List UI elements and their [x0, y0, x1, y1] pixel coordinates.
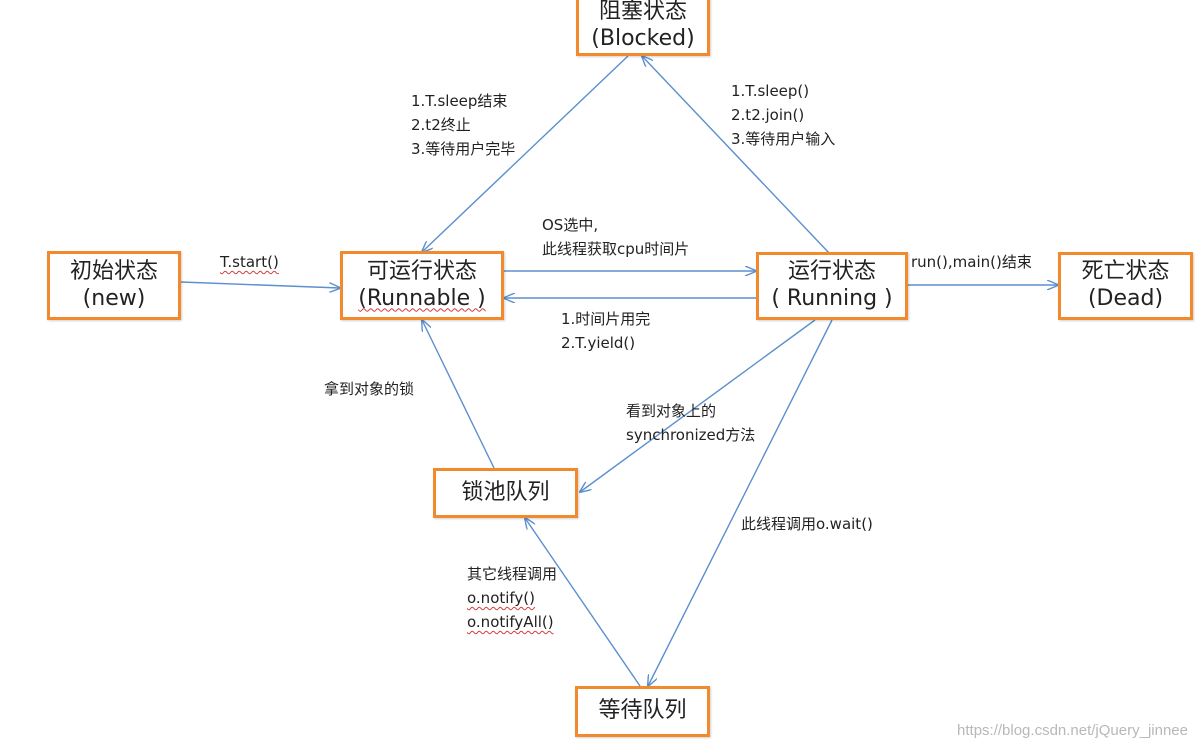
label-notify-line2: o.notify() [467, 589, 536, 607]
label-blocked-end-line3: 3.等待用户完毕 [411, 140, 516, 158]
arrow-running-to-blocked [642, 56, 831, 255]
label-wait: 此线程调用o.wait() [741, 512, 873, 536]
label-run-end-text: run(),main()结束 [911, 253, 1032, 271]
state-dead-subtitle: (Dead) [1087, 286, 1164, 311]
arrow-waitqueue-to-lockpool [525, 518, 641, 687]
arrow-running-to-lockpool [580, 319, 816, 492]
state-dead-title: 死亡状态 [1081, 259, 1170, 285]
label-os-select-line2: 此线程获取cpu时间片 [542, 240, 690, 258]
state-new-subtitle: (new) [82, 285, 146, 311]
state-dead-box: 死亡状态 (Dead) [1058, 252, 1193, 320]
label-yield-line2: 2.T.yield() [561, 334, 636, 352]
wait-queue-box: 等待队列 [575, 686, 710, 737]
label-start-text: T.start() [220, 253, 279, 271]
state-running-subtitle: ( Running ) [771, 286, 893, 311]
arrow-running-to-waitqueue [648, 319, 833, 686]
wait-queue-title: 等待队列 [598, 698, 687, 724]
arrow-blocked-to-runnable [422, 55, 629, 252]
state-runnable-subtitle: (Runnable ) [358, 285, 486, 311]
state-running-box: 运行状态 ( Running ) [756, 252, 908, 320]
label-to-blocked: 1.T.sleep() 2.t2.join() 3.等待用户输入 [731, 79, 835, 151]
label-blocked-end-line2: 2.t2终止 [411, 116, 471, 134]
state-runnable-title: 可运行状态 [366, 258, 477, 284]
label-sync-line1: 看到对象上的 [626, 402, 717, 420]
state-blocked-subtitle: (Blocked) [591, 26, 695, 51]
label-to-blocked-line1: 1.T.sleep() [731, 82, 810, 100]
label-to-blocked-line2: 2.t2.join() [731, 106, 805, 124]
state-runnable-box: 可运行状态 (Runnable ) [340, 251, 504, 320]
label-sync-line2: synchronized方法 [626, 426, 756, 444]
arrow-lockpool-to-runnable [422, 320, 495, 469]
state-running-title: 运行状态 [787, 259, 876, 285]
label-os-select-line1: OS选中, [542, 216, 599, 234]
label-get-lock-text: 拿到对象的锁 [324, 380, 415, 398]
arrow-new-to-runnable [180, 281, 340, 288]
label-yield-line1: 1.时间片用完 [561, 310, 651, 328]
state-blocked-title: 阻塞状态 [598, 0, 687, 25]
label-notify-line3: o.notifyAll() [467, 613, 554, 631]
watermark: https://blog.csdn.net/jQuery_jinnee [957, 722, 1188, 739]
label-blocked-end-line1: 1.T.sleep结束 [411, 92, 508, 110]
label-wait-text: 此线程调用o.wait() [741, 515, 873, 533]
label-get-lock: 拿到对象的锁 [324, 377, 414, 401]
label-os-select: OS选中, 此线程获取cpu时间片 [542, 213, 689, 261]
label-to-blocked-line3: 3.等待用户输入 [731, 130, 836, 148]
label-sync: 看到对象上的 synchronized方法 [626, 399, 755, 447]
lock-pool-title: 锁池队列 [461, 479, 550, 505]
state-blocked-box: 阻塞状态 (Blocked) [576, 0, 710, 56]
label-notify: 其它线程调用 o.notify() o.notifyAll() [467, 562, 557, 634]
label-notify-line1: 其它线程调用 [467, 565, 558, 583]
label-yield: 1.时间片用完 2.T.yield() [561, 307, 650, 355]
label-blocked-end: 1.T.sleep结束 2.t2终止 3.等待用户完毕 [411, 89, 515, 161]
label-run-end: run(),main()结束 [911, 250, 1032, 274]
label-start: T.start() [220, 250, 279, 274]
state-new-title: 初始状态 [69, 258, 158, 284]
lock-pool-box: 锁池队列 [433, 468, 578, 518]
state-new-box: 初始状态 (new) [47, 251, 181, 320]
